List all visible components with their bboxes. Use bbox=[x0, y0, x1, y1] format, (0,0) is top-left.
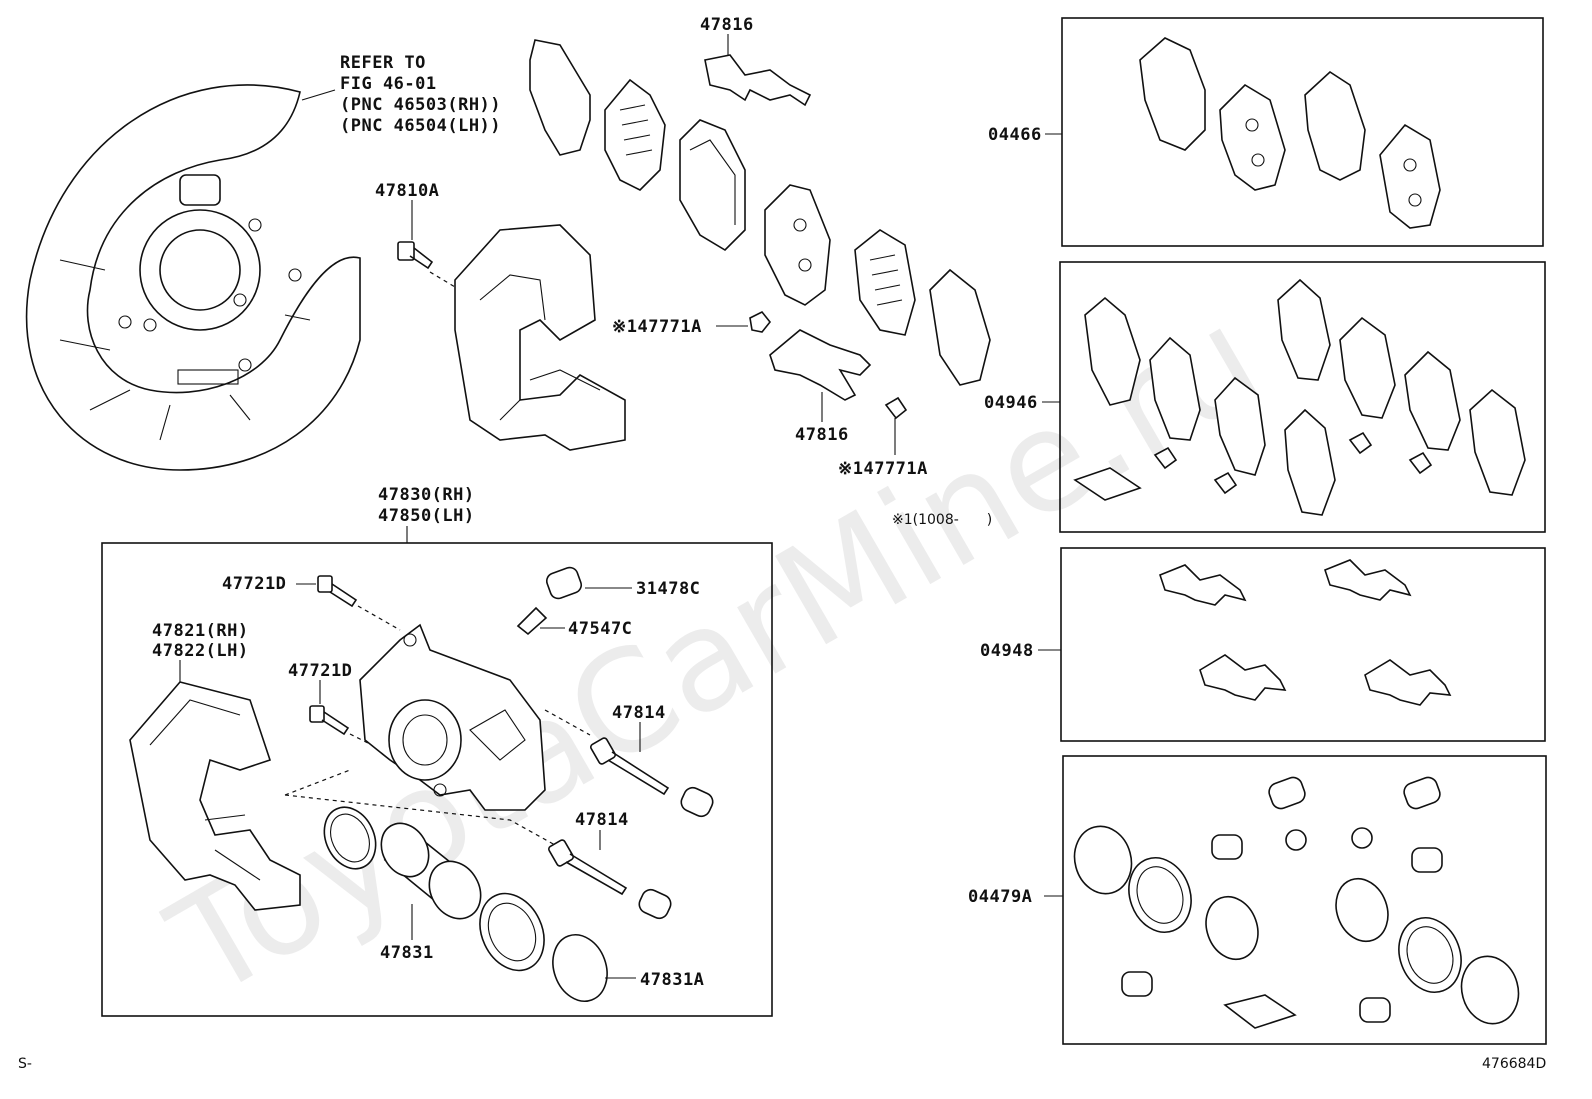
label-47771A-2: ※147771A bbox=[838, 459, 928, 479]
brake-pad-left bbox=[679, 119, 746, 252]
label-04946: 04946 bbox=[984, 393, 1038, 413]
dust-shield bbox=[25, 84, 361, 471]
caliper-bracket-upper bbox=[454, 224, 626, 451]
pad-shim-3 bbox=[764, 184, 831, 306]
kit-04479A-seals bbox=[1073, 776, 1520, 1029]
caliper-body bbox=[359, 623, 546, 811]
kit-04466-pads bbox=[1139, 37, 1441, 229]
label-31478C: 31478C bbox=[636, 579, 700, 599]
footer-right: 476684D bbox=[1482, 1056, 1546, 1072]
label-04479A: 04479A bbox=[968, 887, 1032, 907]
kit-box-04948 bbox=[1060, 547, 1546, 742]
label-04948: 04948 bbox=[980, 641, 1034, 661]
bolt-47721D-1 bbox=[317, 575, 358, 608]
pad-shim-2 bbox=[604, 78, 666, 191]
clip-47771A-2 bbox=[884, 396, 908, 420]
piston-47831 bbox=[380, 822, 482, 920]
kit-04948-shims bbox=[1159, 559, 1452, 706]
kit-box-04466 bbox=[1061, 17, 1544, 247]
label-47771A-1: ※147771A bbox=[612, 317, 702, 337]
kit-box-04479A bbox=[1062, 755, 1547, 1045]
pad-shim-5 bbox=[929, 268, 991, 386]
label-47850: 47850(LH) bbox=[378, 506, 475, 526]
bleeder-boot bbox=[545, 566, 583, 600]
label-47816-mid: 47816 bbox=[795, 425, 849, 445]
bolt-47810A bbox=[397, 241, 434, 270]
bleeder-plug bbox=[516, 606, 548, 636]
label-47721D-2: 47721D bbox=[288, 661, 352, 681]
bolt-47721D-2 bbox=[309, 705, 350, 736]
caliper-bracket-lower bbox=[129, 681, 301, 911]
label-47821: 47821(RH) bbox=[152, 621, 249, 641]
piston-boot bbox=[479, 892, 545, 972]
label-47810A: 47810A bbox=[375, 181, 439, 201]
pad-shim-1 bbox=[529, 39, 591, 156]
caliper-assembly-box bbox=[101, 542, 773, 1017]
slide-pin-47814-2 bbox=[548, 839, 628, 896]
label-47814-1: 47814 bbox=[612, 703, 666, 723]
date-note: ※1(1008- ) bbox=[892, 512, 992, 528]
label-47831: 47831 bbox=[380, 943, 434, 963]
label-04466: 04466 bbox=[988, 125, 1042, 145]
footer-left: S- bbox=[18, 1056, 32, 1072]
shim-47816-top bbox=[704, 54, 812, 107]
clip-47771A-1 bbox=[749, 310, 772, 333]
refer-note-line1: REFER TO bbox=[340, 53, 426, 73]
label-47830: 47830(RH) bbox=[378, 485, 475, 505]
pin-boot-2 bbox=[638, 888, 672, 920]
label-47822: 47822(LH) bbox=[152, 641, 249, 661]
label-47547C: 47547C bbox=[568, 619, 632, 639]
kit-box-04946 bbox=[1059, 261, 1546, 533]
pad-shim-4 bbox=[854, 229, 916, 336]
ring-47831A bbox=[552, 934, 608, 1002]
refer-note-line3: (PNC 46503(RH)) bbox=[340, 95, 501, 115]
pin-boot-1 bbox=[680, 786, 714, 818]
refer-note-line4: (PNC 46504(LH)) bbox=[340, 116, 501, 136]
shim-47816-mid bbox=[769, 329, 872, 401]
piston-seal bbox=[323, 806, 377, 870]
refer-note-line2: FIG 46-01 bbox=[340, 74, 437, 94]
label-47816-top: 47816 bbox=[700, 15, 754, 35]
label-47831A: 47831A bbox=[640, 970, 704, 990]
slide-pin-47814-1 bbox=[590, 737, 670, 796]
label-47814-2: 47814 bbox=[575, 810, 629, 830]
kit-04946-parts bbox=[1073, 278, 1526, 516]
label-47721D-1: 47721D bbox=[222, 574, 286, 594]
